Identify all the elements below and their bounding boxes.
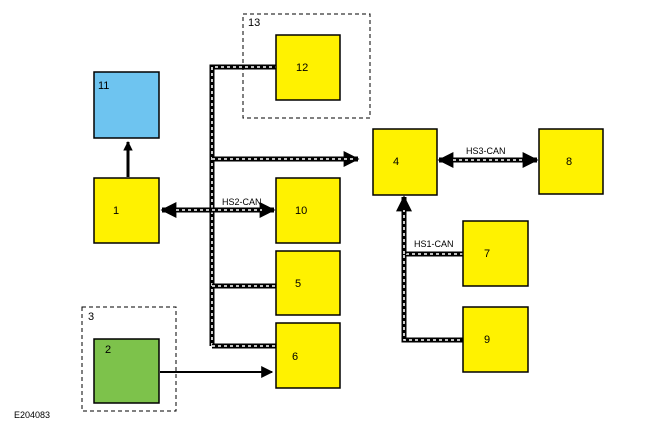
module-8: 8 [538,128,604,195]
hs2-can-label: HS2-CAN [222,197,262,207]
module-1: 1 [93,177,160,244]
hs1-can-label: HS1-CAN [414,239,454,249]
module-7-label: 7 [484,248,490,260]
module-9: 9 [462,306,529,373]
module-12-label: 12 [296,62,308,74]
module-9-label: 9 [484,334,490,346]
module-7: 7 [462,220,529,287]
module-5-label: 5 [295,278,301,290]
group-3-label: 3 [88,311,94,323]
module-4: 4 [372,128,438,196]
group-3-boundary [81,306,177,412]
module-8-label: 8 [566,156,572,168]
module-10: 10 [275,177,341,244]
reference-code: E204083 [14,410,50,420]
module-11-label: 11 [98,80,109,92]
module-6: 6 [275,322,341,389]
module-2: 2 [93,338,160,404]
hs1-can-bus [395,195,463,343]
module-12: 12 [275,34,341,101]
module-4-label: 4 [393,156,399,168]
module-10-label: 10 [295,205,307,217]
group-13-label: 13 [248,17,260,29]
module-11: 11 [93,71,160,139]
hs2-can-bus [160,64,360,349]
module-5: 5 [275,250,341,316]
module-2-label: 2 [105,344,111,356]
hs3-can-label: HS3-CAN [466,146,506,156]
module-6-label: 6 [292,351,298,363]
module-1-label: 1 [113,205,119,217]
